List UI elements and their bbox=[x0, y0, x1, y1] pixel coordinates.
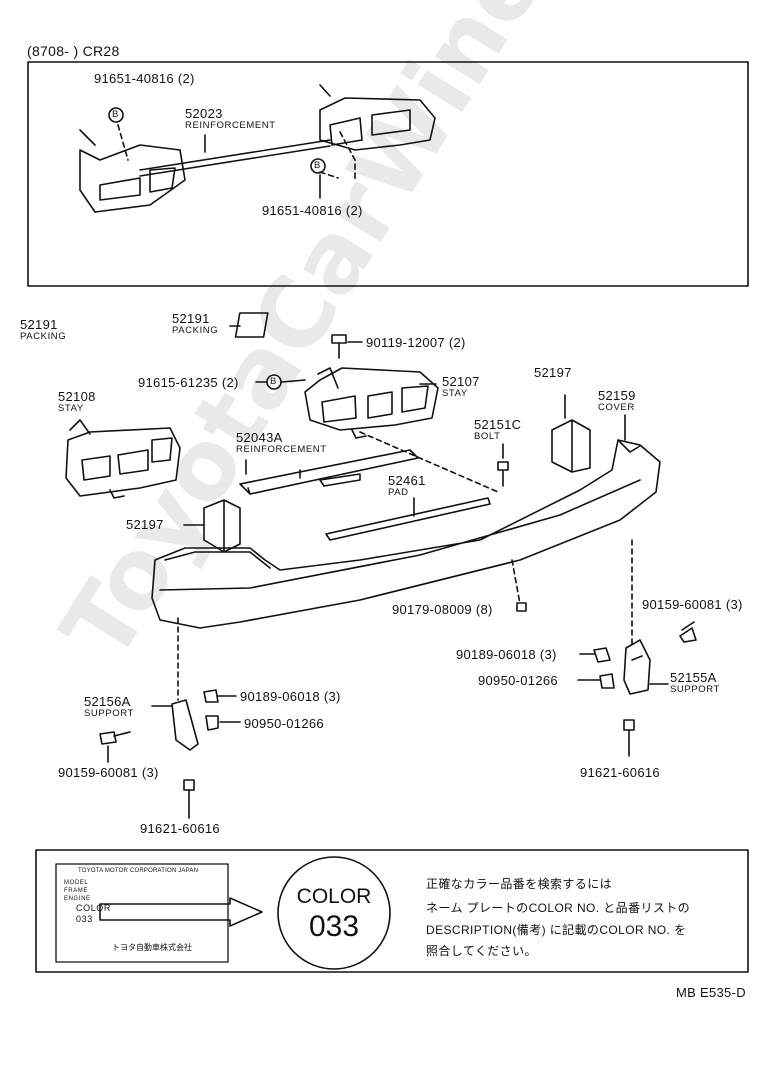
support-52155a-num: 52155A bbox=[670, 670, 717, 685]
screw-90159-right-icon bbox=[679, 621, 697, 643]
reinf-52043a-name: REINFORCEMENT bbox=[236, 444, 327, 455]
stay-52108-name: STAY bbox=[58, 403, 84, 414]
inset-bolt-bottom-label: 91651-40816 (2) bbox=[262, 203, 363, 218]
nut-01266-right-label: 90950-01266 bbox=[478, 673, 558, 688]
inset-stay-left-icon bbox=[79, 129, 186, 213]
bolt-60616-left-label: 91621-60616 bbox=[140, 821, 220, 836]
bolt-marker-b bbox=[266, 374, 282, 390]
circle-color-label: COLOR bbox=[296, 885, 372, 908]
bolt-52151c-name: BOLT bbox=[474, 431, 501, 442]
inset-bolt-marker-top bbox=[108, 107, 124, 123]
packing-left-num: 52191 bbox=[20, 317, 58, 332]
packing-top-icon bbox=[234, 312, 269, 338]
spacer-left-num: 52197 bbox=[126, 517, 164, 532]
stay-52108-num: 52108 bbox=[58, 389, 96, 404]
bolt-60616-right-label: 91621-60616 bbox=[580, 765, 660, 780]
note-line-0: 正確なカラー品番を検索するには bbox=[426, 877, 613, 891]
bolt-91621-left-icon bbox=[183, 779, 195, 819]
nut-90189-left-icon bbox=[203, 689, 219, 703]
packing-top-name: PACKING bbox=[172, 325, 219, 336]
circle-color-value: 033 bbox=[308, 910, 360, 943]
pad-52461-icon bbox=[325, 497, 491, 541]
spacer-52197-right-icon bbox=[551, 419, 591, 473]
clip-90179-icon bbox=[516, 602, 527, 612]
bolt-12007-label: 90119-12007 (2) bbox=[366, 335, 466, 350]
name-plate-icon bbox=[55, 863, 229, 963]
packing-left-name: PACKING bbox=[20, 331, 67, 342]
cover-num: 52159 bbox=[598, 388, 636, 403]
screw-90159-left-icon bbox=[99, 731, 131, 745]
note-line-2: DESCRIPTION(備考) に記載のCOLOR NO. を bbox=[426, 923, 687, 937]
spacer-right-num: 52197 bbox=[534, 365, 572, 380]
spacer-52197-left-icon bbox=[203, 499, 241, 553]
inset-reinf-num: 52023 bbox=[185, 106, 223, 121]
stay-52107-name: STAY bbox=[442, 388, 468, 399]
support-52156a-name: SUPPORT bbox=[84, 708, 134, 719]
note-line-1: ネーム プレートのCOLOR NO. と品番リストの bbox=[426, 901, 691, 915]
inset-bolt-marker-bottom bbox=[310, 158, 326, 174]
plate-line-0: TOYOTA MOTOR CORPORATION JAPAN bbox=[78, 868, 199, 874]
stay-52107-icon bbox=[304, 367, 439, 439]
nut-90950-right-icon bbox=[599, 673, 615, 689]
bumper-cover-icon bbox=[151, 439, 661, 629]
diagram-code: MB E535-D bbox=[676, 985, 746, 1000]
clip-08009-label: 90179-08009 (8) bbox=[392, 602, 493, 617]
screw-60081-right-label: 90159-60081 (3) bbox=[642, 597, 743, 612]
stay-52108-icon bbox=[65, 419, 181, 499]
plate-line-1: MODEL bbox=[64, 880, 89, 886]
pad-name: PAD bbox=[388, 487, 409, 498]
bolt-90119-icon bbox=[331, 334, 347, 359]
nut-01266-left-label: 90950-01266 bbox=[244, 716, 324, 731]
inset-marker-b-top: B bbox=[112, 109, 119, 120]
marker-b: B bbox=[270, 376, 277, 387]
inset-reinforcement-icon bbox=[139, 139, 331, 177]
plate-maker: トヨタ自動車株式会社 bbox=[112, 943, 192, 952]
bolt-52151c-num: 52151C bbox=[474, 417, 522, 432]
bolt-52151c-icon bbox=[497, 461, 509, 487]
color-box-frame bbox=[35, 849, 749, 973]
support-52155a-name: SUPPORT bbox=[670, 684, 720, 695]
arrow-icon bbox=[99, 897, 263, 927]
pad-num: 52461 bbox=[388, 473, 426, 488]
plate-line-2: FRAME bbox=[64, 888, 88, 894]
nut-06018-right-label: 90189-06018 (3) bbox=[456, 647, 557, 662]
support-52156a-num: 52156A bbox=[84, 694, 131, 709]
reinf-52043a-num: 52043A bbox=[236, 430, 283, 445]
bolt-91621-right-icon bbox=[623, 719, 635, 757]
note-line-3: 照合してください。 bbox=[426, 944, 537, 958]
inset-reinf-name: REINFORCEMENT bbox=[185, 120, 276, 131]
inset-frame bbox=[27, 61, 749, 287]
cover-name: COVER bbox=[598, 402, 635, 413]
stay-52107-num: 52107 bbox=[442, 374, 480, 389]
model-range: (8708- ) CR28 bbox=[27, 43, 120, 59]
plate-color-label: COLOR bbox=[76, 903, 112, 913]
inset-stay-right-icon bbox=[319, 84, 436, 151]
plate-line-3: ENGINE bbox=[64, 896, 91, 902]
inset-bolt-top-label: 91651-40816 (2) bbox=[94, 71, 195, 86]
nut-90950-left-icon bbox=[205, 715, 219, 731]
nut-06018-left-label: 90189-06018 (3) bbox=[240, 689, 341, 704]
nut-90189-right-icon bbox=[593, 647, 611, 663]
support-52155a-icon bbox=[623, 639, 651, 695]
screw-60081-left-label: 90159-60081 (3) bbox=[58, 765, 159, 780]
inset-marker-b-bottom: B bbox=[314, 160, 321, 171]
color-circle bbox=[277, 856, 391, 970]
plate-color-value: 033 bbox=[76, 914, 93, 924]
packing-top-num: 52191 bbox=[172, 311, 210, 326]
support-52156a-icon bbox=[171, 699, 199, 751]
bolt-61235-label: 91615-61235 (2) bbox=[138, 375, 239, 390]
